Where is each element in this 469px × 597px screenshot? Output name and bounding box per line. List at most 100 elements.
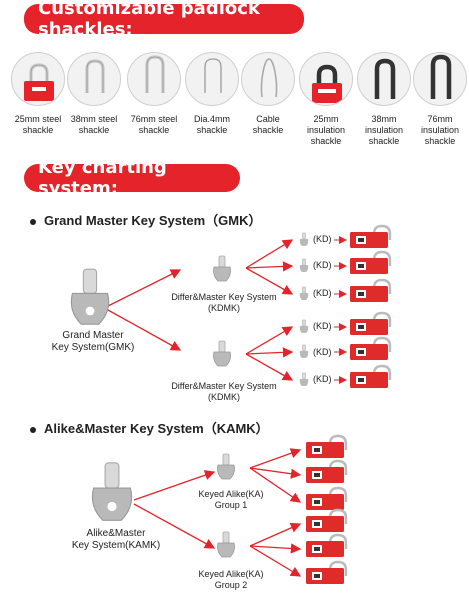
- arrow: [245, 326, 294, 355]
- arrow: [245, 239, 294, 269]
- padlock-icon: [306, 459, 348, 483]
- kamk-master-label-line2: Key System(KAMK): [71, 540, 161, 551]
- key-icon: [217, 531, 235, 558]
- kamk-group1-line2: Group 1: [214, 500, 248, 510]
- padlock-icon: [306, 434, 348, 458]
- shackle-label: 25mm insulation shackle: [306, 114, 346, 146]
- padlock-icon: [350, 336, 392, 360]
- shackle-option: 76mm insulation shackle: [412, 52, 468, 147]
- key-icon: [91, 462, 133, 521]
- padlock-icon: [306, 486, 348, 510]
- shackle-option: 76mm steel shackle: [126, 52, 182, 136]
- kamk-group1-label: Keyed Alike(KA) Group 1: [186, 489, 276, 511]
- arrow: [133, 470, 216, 501]
- shackle-image: [299, 52, 353, 106]
- kamk-title-text: Alike&Master Key System（KAMK）: [44, 421, 269, 436]
- shackle-image: [67, 52, 121, 106]
- shackle-label: 38mm insulation shackle: [364, 114, 404, 146]
- kamk-group2-line1: Keyed Alike(KA): [198, 569, 264, 579]
- arrow: [249, 545, 302, 577]
- key-icon: [299, 232, 309, 246]
- kamk-group2-line2: Group 2: [214, 580, 248, 590]
- gmk-sub2-label: Differ&Master Key System (KDMK): [160, 381, 288, 403]
- shackle-option: 38mm insulation shackle: [356, 52, 412, 147]
- arrow: [245, 267, 294, 295]
- kamk-group1-line1: Keyed Alike(KA): [198, 489, 264, 499]
- gmk-title-text: Grand Master Key System（GMK）: [44, 213, 262, 228]
- shackle-option: Cable shackle: [240, 52, 296, 136]
- arrow: [133, 503, 216, 549]
- shackle-option: 25mm insulation shackle: [298, 52, 354, 147]
- arrow: [249, 467, 302, 503]
- arrow: [249, 522, 302, 547]
- kamk-section-title: Alike&Master Key System（KAMK）: [30, 418, 269, 437]
- shackle-label: 76mm insulation shackle: [420, 114, 460, 146]
- shackles-banner-text: Customizable padlock shackles:: [38, 0, 260, 40]
- arrow: [245, 347, 294, 358]
- kd-label: (KD): [313, 260, 332, 270]
- kd-label: (KD): [313, 347, 332, 357]
- gmk-sub1-line2: (KDMK): [208, 303, 240, 313]
- padlock-icon: [306, 508, 348, 532]
- shackle-label: 25mm steel shackle: [14, 114, 62, 135]
- gmk-sub2-line2: (KDMK): [208, 392, 240, 402]
- arrow: [249, 543, 302, 554]
- key-icon: [213, 340, 231, 367]
- shackle-option: 38mm steel shackle: [66, 52, 122, 136]
- shackles-banner: Customizable padlock shackles:: [24, 0, 304, 40]
- shackle-label: Dia.4mm shackle: [193, 114, 230, 135]
- kd-label: (KD): [313, 374, 332, 384]
- key-charting-banner-text: Key charting system:: [38, 157, 167, 199]
- padlock-icon: [306, 533, 348, 557]
- shackle-image: [11, 52, 65, 106]
- key-icon: [299, 258, 309, 272]
- arrow: [245, 261, 294, 272]
- key-icon: [299, 372, 309, 386]
- gmk-sub1-line1: Differ&Master Key System: [171, 292, 277, 302]
- shackle-image: [357, 52, 411, 106]
- key-icon: [217, 453, 235, 480]
- gmk-master-label-line2: Key System(GMK): [51, 342, 135, 353]
- arrow: [107, 309, 182, 351]
- kd-label: (KD): [313, 288, 332, 298]
- gmk-master-label: Grand Master Key System(GMK): [38, 330, 148, 354]
- key-icon: [299, 286, 309, 300]
- shackle-image: [185, 52, 239, 106]
- gmk-section-title: Grand Master Key System（GMK）: [30, 210, 261, 229]
- shackle-label: 76mm steel shackle: [130, 114, 178, 135]
- arrow: [245, 353, 294, 381]
- shackle-options: 25mm steel shackle 38mm steel shackle 76mm…: [10, 52, 468, 158]
- padlock-icon: [350, 278, 392, 302]
- shackle-image: [241, 52, 295, 106]
- padlock-icon: [350, 224, 392, 248]
- bullet-icon: [30, 426, 36, 433]
- gmk-master-label-line1: Grand Master: [62, 330, 124, 341]
- key-icon: [299, 344, 309, 358]
- bullet-icon: [30, 218, 36, 225]
- key-icon: [299, 319, 309, 333]
- kamk-master-label: Alike&Master Key System(KAMK): [56, 528, 176, 552]
- kd-label: (KD): [313, 321, 332, 331]
- padlock-icon: [350, 311, 392, 335]
- padlock-icon: [306, 560, 348, 584]
- shackle-label: 38mm steel shackle: [70, 114, 118, 135]
- shackle-label: Cable shackle: [252, 114, 284, 135]
- kd-label: (KD): [313, 234, 332, 244]
- key-icon: [70, 268, 110, 325]
- shackle-option: 25mm steel shackle: [10, 52, 66, 136]
- gmk-sub2-line1: Differ&Master Key System: [171, 381, 277, 391]
- kamk-master-label-line1: Alike&Master: [86, 528, 146, 539]
- gmk-sub1-label: Differ&Master Key System (KDMK): [160, 292, 288, 314]
- shackle-image: [127, 52, 181, 106]
- padlock-icon: [350, 250, 392, 274]
- padlock-icon: [350, 364, 392, 388]
- arrow: [107, 269, 182, 307]
- kamk-group2-label: Keyed Alike(KA) Group 2: [186, 569, 276, 591]
- shackle-image: [413, 52, 467, 106]
- arrow: [249, 448, 302, 469]
- key-icon: [213, 255, 231, 282]
- shackle-option: Dia.4mm shackle: [184, 52, 240, 136]
- arrow: [249, 467, 302, 479]
- key-charting-banner: Key charting system:: [24, 157, 240, 199]
